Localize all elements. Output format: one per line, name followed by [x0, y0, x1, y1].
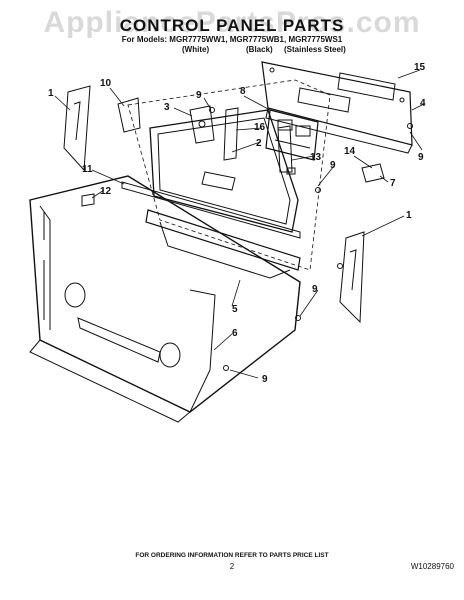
end-cap-left — [63, 85, 91, 172]
leader-lines — [54, 69, 425, 379]
trim-bar-part — [145, 209, 301, 279]
callout-8: 8 — [240, 86, 246, 97]
control-board-part — [265, 109, 319, 161]
callout-9e: 9 — [262, 374, 268, 385]
callout-7: 7 — [390, 178, 396, 189]
page-title: CONTROL PANEL PARTS — [119, 16, 345, 35]
console-glass-part — [149, 109, 299, 233]
callout-5: 5 — [232, 304, 238, 315]
vent-strip-part — [121, 181, 301, 239]
callout-11: 11 — [82, 164, 93, 175]
callout-13: 13 — [310, 152, 322, 163]
callout-labels: 1 10 3 9 8 15 4 9 16 2 13 9 14 7 11 12 1… — [48, 62, 426, 385]
callout-14: 14 — [344, 146, 356, 157]
callout-10: 10 — [100, 78, 112, 89]
callout-9d: 9 — [312, 284, 318, 295]
end-cap-right — [339, 231, 365, 324]
callout-1b: 1 — [406, 210, 412, 221]
callout-15: 15 — [414, 62, 426, 73]
watermark-text: AppliancePartsPros.com — [43, 6, 421, 39]
small-clip-part — [81, 193, 95, 207]
callout-9b: 9 — [418, 152, 424, 163]
callout-1a: 1 — [48, 88, 54, 99]
callout-12: 12 — [100, 186, 112, 197]
trim-strip-left — [223, 107, 239, 161]
callout-9a: 9 — [196, 90, 202, 101]
trim-strip-right — [277, 125, 293, 173]
variant-stainless: (Stainless Steel) — [284, 45, 346, 54]
page-number: 2 — [229, 562, 235, 571]
callout-3: 3 — [164, 102, 170, 113]
rear-panel-part — [261, 61, 413, 154]
callout-2: 2 — [256, 138, 262, 149]
clip-part — [286, 167, 296, 175]
callout-6: 6 — [232, 328, 238, 339]
main-panel-part — [29, 175, 301, 423]
screws — [209, 107, 413, 371]
models-line: For Models: MGR7775WW1, MGR7775WB1, MGR7… — [121, 35, 343, 44]
variant-white: (White) — [182, 45, 210, 54]
switch-part — [117, 97, 141, 133]
callout-9c: 9 — [330, 160, 336, 171]
callout-4: 4 — [420, 98, 426, 109]
doc-number: W10289760 — [410, 562, 454, 571]
connector-part — [361, 163, 385, 183]
callout-16: 16 — [254, 122, 266, 133]
ordering-note: FOR ORDERING INFORMATION REFER TO PARTS … — [135, 552, 329, 559]
assembly-boundary-dashed — [127, 79, 331, 271]
variant-black: (Black) — [246, 45, 273, 54]
